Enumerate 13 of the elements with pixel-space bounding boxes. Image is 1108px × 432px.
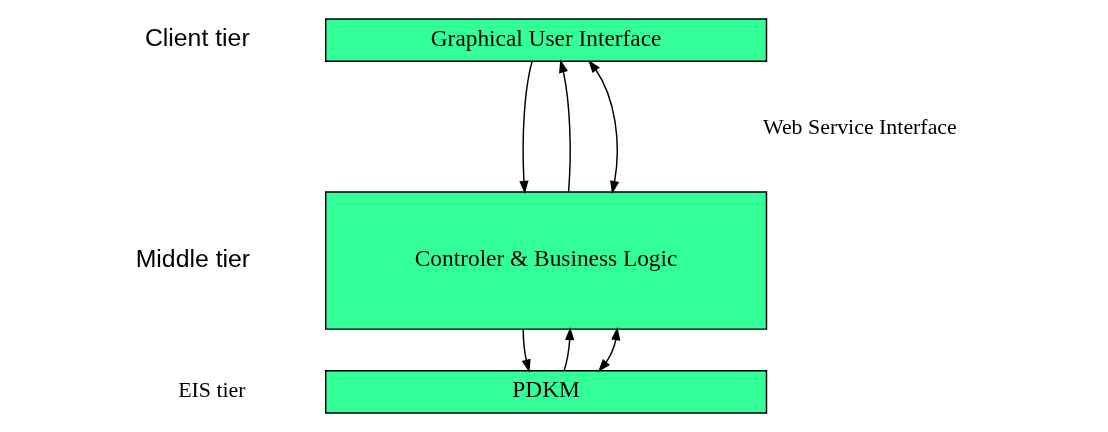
arrow <box>521 328 531 373</box>
arrow <box>597 327 620 373</box>
arrow <box>558 59 571 193</box>
node-box: PDKM <box>324 369 767 414</box>
arrow <box>562 327 574 372</box>
label: Middle tier <box>135 244 250 272</box>
label: Web Service Interface <box>762 114 957 140</box>
node-box: Graphical User Interface <box>324 18 767 62</box>
node-box: Controler & Business Logic <box>324 191 767 330</box>
label: Client tier <box>144 24 250 52</box>
arrow <box>518 60 533 195</box>
label: EIS tier <box>177 376 246 402</box>
arrow <box>587 59 619 194</box>
